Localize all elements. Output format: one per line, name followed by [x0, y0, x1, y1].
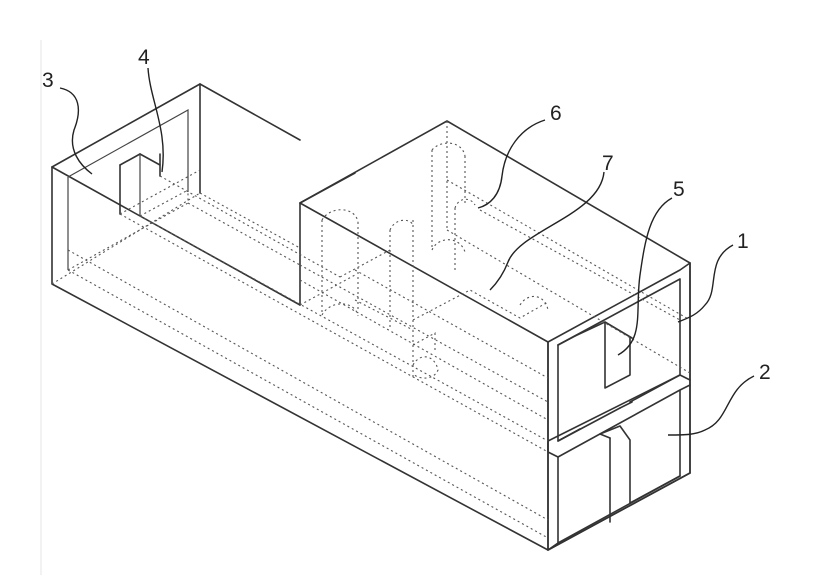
- label-4: 4: [138, 46, 150, 69]
- label-6: 6: [550, 102, 562, 125]
- hidden-lines: [51, 121, 691, 539]
- label-7: 7: [602, 152, 614, 175]
- reference-numerals: 3 4 6 7 5 1 2: [42, 46, 771, 384]
- label-5: 5: [673, 178, 685, 201]
- label-2: 2: [759, 361, 771, 384]
- label-1: 1: [737, 230, 749, 253]
- leader-lines: [59, 67, 755, 436]
- label-3: 3: [42, 69, 54, 92]
